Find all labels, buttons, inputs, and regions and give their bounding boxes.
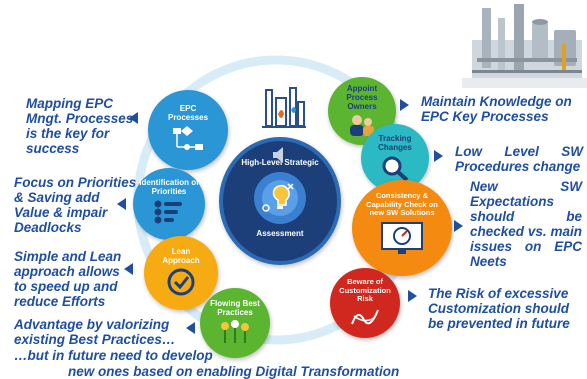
speaker-icon[interactable]: [271, 146, 291, 164]
risk-text: The Risk of excessive Customization shou…: [428, 286, 570, 331]
center-title: High-Level Strategic: [241, 158, 319, 167]
focus-arrow: [117, 198, 126, 210]
tracking-changes-label: Tracking Changes: [378, 134, 412, 152]
appoint-process-owners-label: Appoint Process Owners: [346, 84, 378, 111]
center-subtitle: Assessment: [256, 229, 304, 238]
epc-processes-label: EPC Processes: [167, 104, 209, 122]
lightbulb-strategy-icon: [254, 172, 306, 224]
advantage-text-1: Advantage by valorizing existing Best Pr…: [14, 317, 176, 347]
beware-customization-circle[interactable]: Beware of Customization Risk: [330, 268, 400, 338]
identification-priorities-label: Identification of Priorities: [139, 178, 199, 196]
epc-processes-circle[interactable]: EPC Processes: [148, 90, 228, 170]
process-flow-icon: [173, 126, 203, 150]
new-sw-arrow: [454, 220, 463, 232]
simple-arrow: [124, 263, 133, 275]
magnifier-icon: [382, 156, 409, 182]
flowing-best-practices-label: Flowing Best Practices: [210, 299, 260, 317]
refinery-icon: [262, 87, 306, 128]
lean-approach-label: Lean Approach: [162, 247, 200, 265]
advantage-text-3: new ones based on enabling Digital Trans…: [68, 364, 400, 379]
lean-approach-circle[interactable]: Lean Approach: [144, 236, 218, 310]
simple-lean-text: Simple and Lean approach allows to speed…: [14, 249, 122, 309]
consistency-check-circle[interactable]: Consistency & Capability Check on new SW…: [352, 180, 452, 276]
maintain-arrow: [400, 99, 409, 111]
consistency-check-label: Consistency & Capability Check on new SW…: [366, 191, 438, 217]
industrial-plant-image: [462, 4, 587, 88]
beware-customization-label: Beware of Customization Risk: [339, 277, 391, 303]
identification-priorities-circle[interactable]: Identification of Priorities: [133, 168, 205, 240]
numbered-list-icon: [154, 200, 182, 224]
speedometer-check-icon: [167, 268, 195, 296]
flowers-icon: [221, 320, 249, 343]
monitor-gauge-icon: [381, 221, 423, 254]
tangled-path-icon: [351, 309, 379, 324]
risk-arrow: [408, 290, 417, 302]
low-level-arrow: [434, 150, 443, 162]
center-assessment-circle: High-Level Strategic Assessment: [219, 137, 341, 265]
mapping-epc-text: Mapping EPC Mngt. Processes is the key f…: [26, 96, 134, 156]
flowing-best-practices-circle[interactable]: Flowing Best Practices: [200, 288, 270, 358]
mapping-arrow: [129, 112, 138, 124]
focus-priorities-text: Focus on Priorities & Saving add Value &…: [14, 175, 137, 235]
new-sw-text: New SW Expectations should be checked vs…: [470, 179, 582, 269]
advantage-arrow: [186, 322, 195, 334]
advantage-text-2: …but in future need to develop: [14, 348, 213, 363]
maintain-knowledge-text: Maintain Knowledge on EPC Key Processes: [421, 94, 572, 124]
low-level-text: Low Level SW Procedures change: [455, 144, 583, 174]
